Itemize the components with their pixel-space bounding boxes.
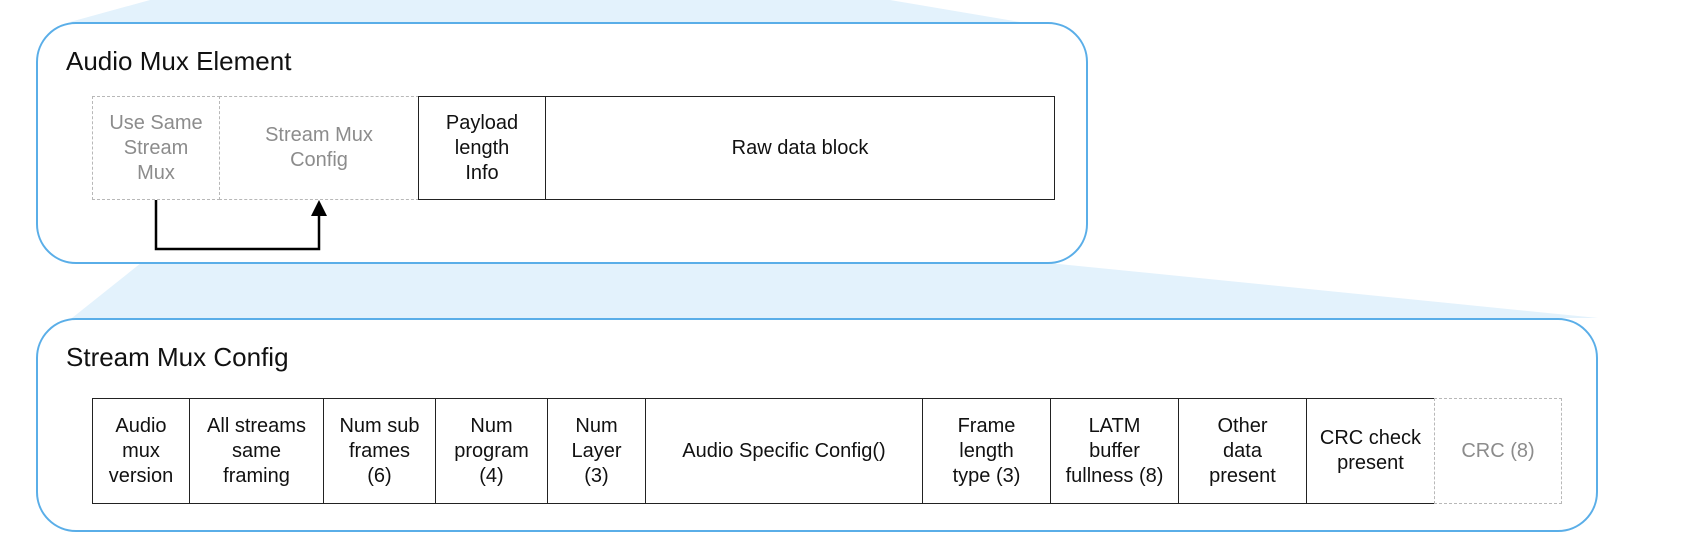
field-frame-length-type: Frame length type (3) xyxy=(922,398,1051,504)
field-num-program: Num program (4) xyxy=(435,398,548,504)
field-crc-check-present: CRC check present xyxy=(1306,398,1435,504)
field-num-layer: Num Layer (3) xyxy=(547,398,646,504)
field-stream-mux-config: Stream Mux Config xyxy=(219,96,419,200)
field-use-same-stream-mux: Use Same Stream Mux xyxy=(92,96,220,200)
field-other-data-present: Other data present xyxy=(1178,398,1307,504)
field-audio-mux-version: Audio mux version xyxy=(92,398,190,504)
field-latm-buffer-fullness: LATM buffer fullness (8) xyxy=(1050,398,1179,504)
field-payload-length-info: Payload length Info xyxy=(418,96,546,200)
field-raw-data-block: Raw data block xyxy=(545,96,1055,200)
field-num-sub-frames: Num sub frames (6) xyxy=(323,398,436,504)
field-audio-specific-config: Audio Specific Config() xyxy=(645,398,923,504)
top-projection xyxy=(70,0,1020,22)
field-crc: CRC (8) xyxy=(1434,398,1562,504)
stream-mux-config-title: Stream Mux Config xyxy=(66,342,289,372)
audio-mux-element-title: Audio Mux Element xyxy=(66,46,292,76)
field-all-streams-same-framing: All streams same framing xyxy=(189,398,324,504)
